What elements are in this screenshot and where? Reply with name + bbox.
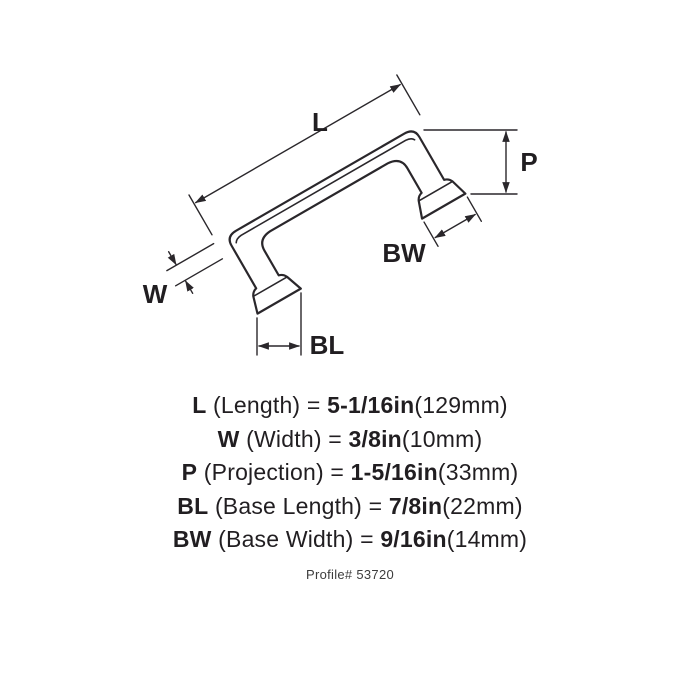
spec-label: (Projection) = <box>197 459 351 485</box>
handle-detail-lines <box>235 138 454 298</box>
spec-value: 3/8in <box>348 425 402 452</box>
dimension-W-lines <box>166 242 224 295</box>
dimension-BW-lines <box>423 196 483 248</box>
spec-metric: (22mm) <box>442 492 523 519</box>
spec-list: L (Length) = 5-1/16in(129mm) W (Width) =… <box>0 389 700 557</box>
spec-line-length: L (Length) = 5-1/16in(129mm) <box>0 389 700 423</box>
spec-line-base-length: BL (Base Length) = 7/8in(22mm) <box>0 490 700 524</box>
spec-abbr: L <box>192 392 207 418</box>
label-base-length: BL <box>310 330 345 360</box>
spec-line-base-width: BW (Base Width) = 9/16in(14mm) <box>0 523 700 557</box>
spec-label: (Base Length) = <box>208 492 389 519</box>
spec-metric: (33mm) <box>437 459 519 485</box>
spec-line-projection: P (Projection) = 1-5/16in(33mm) <box>0 456 700 490</box>
spec-abbr: BL <box>177 492 209 519</box>
dimension-BL-lines <box>256 292 302 356</box>
spec-value: 7/8in <box>388 492 443 519</box>
spec-metric: (10mm) <box>401 425 483 452</box>
spec-value: 5-1/16in <box>327 392 415 418</box>
label-width: W <box>143 279 168 309</box>
handle-outline <box>228 130 467 315</box>
dimension-L-lines <box>188 74 421 236</box>
spec-label: (Base Width) = <box>211 526 381 552</box>
label-projection: P <box>520 147 537 177</box>
dimension-P-lines <box>423 129 518 195</box>
spec-label: (Width) = <box>239 425 349 452</box>
spec-metric: (129mm) <box>414 392 508 418</box>
spec-value: 1-5/16in <box>350 459 438 485</box>
spec-metric: (14mm) <box>446 526 528 552</box>
spec-abbr: P <box>181 459 198 485</box>
spec-label: (Length) = <box>206 392 328 418</box>
profile-number: Profile# 53720 <box>305 567 395 582</box>
spec-line-width: W (Width) = 3/8in(10mm) <box>0 423 700 457</box>
label-length: L <box>312 107 328 137</box>
spec-abbr: W <box>217 425 240 452</box>
spec-value: 9/16in <box>380 526 447 552</box>
spec-abbr: BW <box>172 526 212 552</box>
label-base-width: BW <box>382 238 426 268</box>
